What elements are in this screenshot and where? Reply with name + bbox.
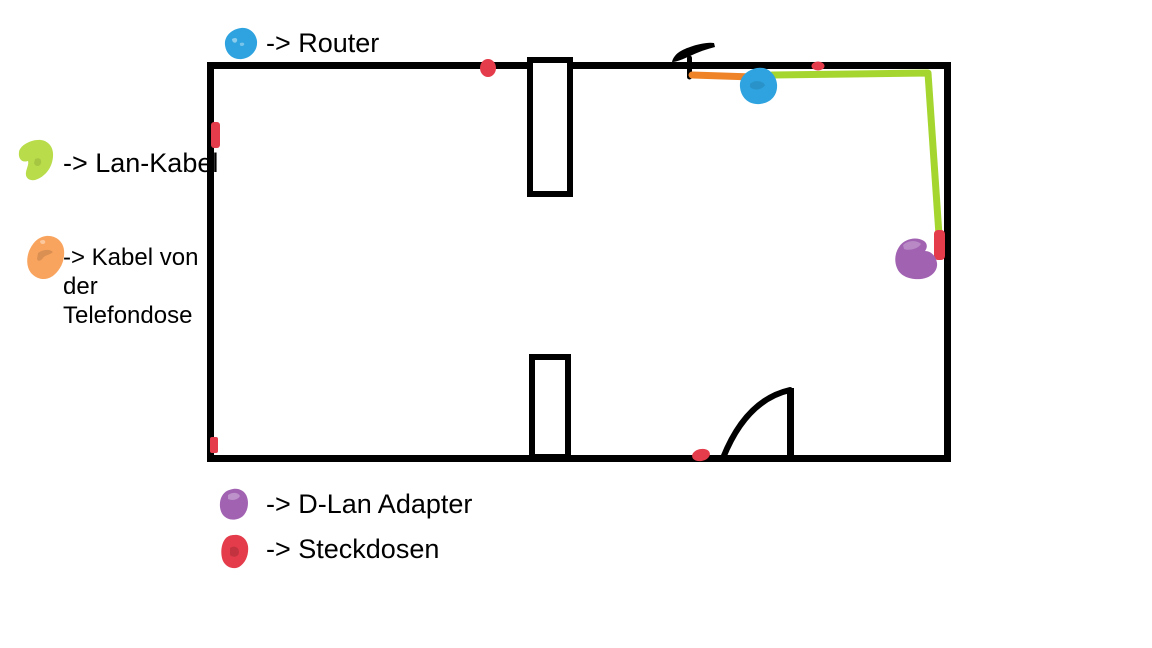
steckdose-marker — [811, 61, 825, 71]
steckdose-markers — [210, 59, 945, 462]
steckdose-marker — [934, 230, 945, 260]
room-outline — [207, 62, 951, 462]
steckdosen-swatch-icon — [221, 534, 249, 569]
legend-steckdosen-label: -> Steckdosen — [266, 534, 440, 564]
door — [720, 387, 794, 461]
dlan-adapter-swatch-icon — [219, 488, 248, 520]
steckdose-marker — [211, 122, 220, 148]
steckdose-marker — [692, 448, 710, 462]
wall-opening-top — [527, 57, 573, 197]
router-marker — [739, 67, 778, 105]
dlan-adapter-marker — [895, 238, 938, 280]
legend-lan-kabel-label: -> Lan-Kabel — [63, 148, 219, 178]
legend-dlan-adapter-label: -> D-Lan Adapter — [266, 489, 473, 519]
steckdose-marker — [480, 59, 496, 77]
legend-telefon-kabel-label: -> Kabel von der Telefondose — [63, 243, 198, 330]
door-swing-arc — [720, 387, 793, 461]
wall-opening-bottom — [529, 354, 571, 460]
legend-telefon-line1: -> Kabel von — [63, 244, 199, 271]
lan-cable-line — [768, 69, 943, 239]
steckdose-marker — [210, 437, 218, 453]
telefon-kabel-swatch-icon — [27, 235, 65, 280]
legend-router-label: -> Router — [266, 28, 380, 58]
legend-telefon-line2: der — [63, 273, 98, 300]
legend-telefon-line3: Telefondose — [63, 302, 193, 329]
lan-kabel-swatch-icon — [18, 139, 54, 181]
router-swatch-icon — [224, 27, 258, 60]
